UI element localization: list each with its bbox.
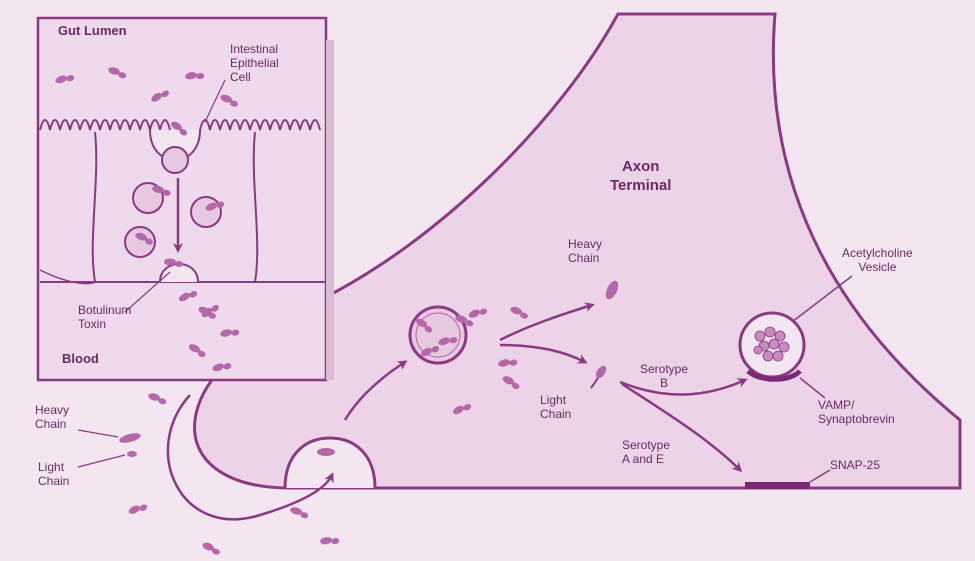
serotype-ae-label: Serotype A and E (622, 438, 670, 466)
toxin-particle (201, 541, 222, 555)
axon-terminal-title: Axon Terminal (610, 157, 671, 195)
legend-light-leader (78, 455, 125, 467)
toxin-particle (320, 535, 340, 547)
vamp-label: VAMP/ Synaptobrevin (818, 398, 895, 426)
snap25-label: SNAP-25 (830, 458, 880, 472)
toxin-particle (127, 501, 148, 517)
legend-light-chain-label: Light Chain (38, 460, 69, 488)
endosome (410, 307, 466, 363)
blood-label: Blood (62, 352, 99, 366)
legend-heavy-chain-label: Heavy Chain (35, 403, 69, 431)
serotype-b-label: Serotype B (640, 362, 688, 390)
snap25-bar (745, 482, 810, 489)
toxin-particle (289, 506, 310, 519)
inset-shadow (326, 40, 334, 380)
legend-heavy-chain-icon (118, 431, 141, 444)
botulinum-toxin-label: Botulinum Toxin (78, 303, 131, 331)
toxin-particle (147, 392, 168, 405)
transcytosis-vesicle (191, 197, 221, 227)
epithelial-cell-label: Intestinal Epithelial Cell (230, 42, 279, 84)
heavy-chain-label: Heavy Chain (568, 237, 602, 265)
legend-light-chain-icon (127, 451, 137, 457)
apical-vesicle (162, 147, 188, 173)
legend-heavy-leader (78, 430, 118, 437)
toxin-in-pit (317, 448, 335, 456)
acetylcholine-vesicle-label: Acetylcholine Vesicle (842, 246, 913, 274)
light-chain-label: Light Chain (540, 393, 571, 421)
gut-lumen-label: Gut Lumen (58, 24, 127, 38)
